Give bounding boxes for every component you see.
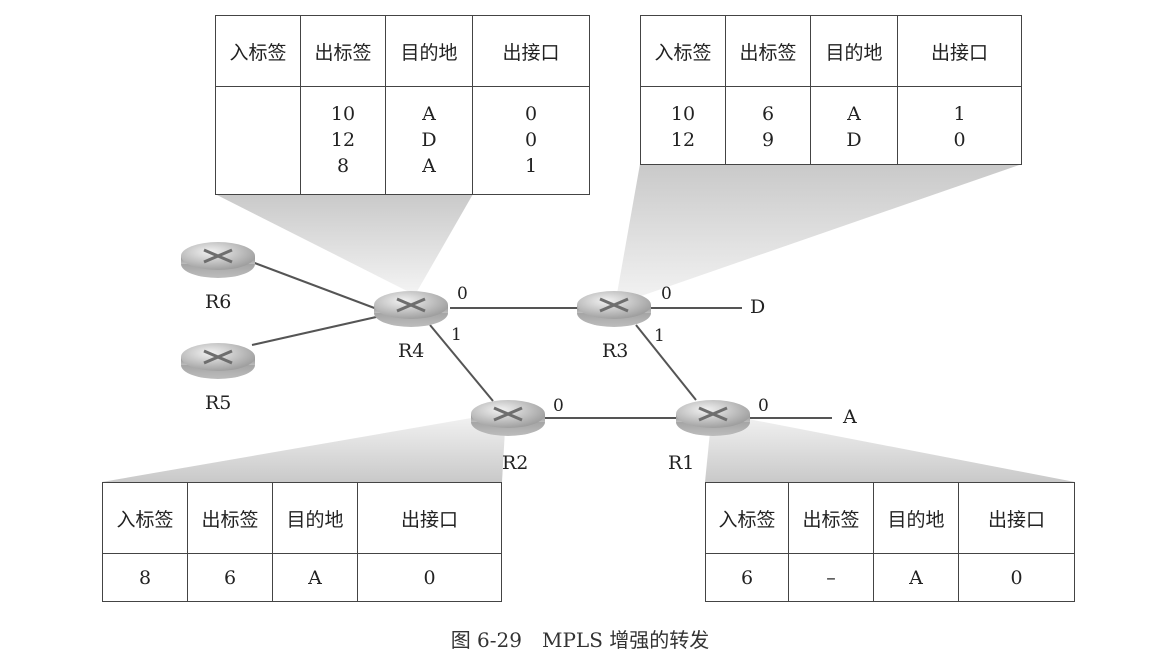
col-header-out-interface: 出接口 xyxy=(897,15,1022,87)
link-r6-r4 xyxy=(251,261,386,313)
table-row: 10 12 6 9 A D 1 0 xyxy=(640,86,1022,165)
col-header-out-label: 出标签 xyxy=(300,15,386,87)
forwarding-table-r4: 入标签 出标签 目的地 出接口 10 12 8 A D A 0 0 1 xyxy=(215,15,590,195)
col-header-destination: 目的地 xyxy=(385,15,473,87)
col-header-out-label: 出标签 xyxy=(187,482,273,554)
router-label-r6: R6 xyxy=(205,291,232,313)
callout-r2 xyxy=(102,412,506,482)
dest-label-a: A xyxy=(843,406,857,428)
router-icon xyxy=(471,400,545,436)
router-label-r1: R1 xyxy=(668,452,695,474)
link-r5-r4 xyxy=(251,314,386,346)
router-label-r5: R5 xyxy=(205,392,232,414)
col-header-out-interface: 出接口 xyxy=(472,15,590,87)
port-label: 0 xyxy=(457,284,468,304)
col-header-destination: 目的地 xyxy=(810,15,898,87)
table-cell: A xyxy=(272,553,358,602)
router-label-r3: R3 xyxy=(602,340,629,362)
router-icon xyxy=(181,343,255,379)
table-cell: 6 9 xyxy=(725,86,811,165)
figure-caption: 图 6-29 MPLS 增强的转发 xyxy=(450,628,710,652)
port-label: 0 xyxy=(553,396,564,416)
table-row: 10 12 8 A D A 0 0 1 xyxy=(215,86,590,195)
table-cell: 0 0 1 xyxy=(472,86,590,195)
dest-label-d: D xyxy=(750,296,766,318)
col-header-destination: 目的地 xyxy=(272,482,358,554)
link-r3-r1 xyxy=(635,324,697,401)
col-header-in-label: 入标签 xyxy=(640,15,726,87)
port-label: 0 xyxy=(758,396,769,416)
port-label: 1 xyxy=(654,326,665,346)
router-icon xyxy=(374,291,448,327)
port-label: 1 xyxy=(451,325,462,345)
router-label-r4: R4 xyxy=(398,340,425,362)
table-cell: A D xyxy=(810,86,898,165)
table-cell: – xyxy=(788,553,874,602)
table-cell: 10 12 8 xyxy=(300,86,386,195)
table-cell: 0 xyxy=(958,553,1075,602)
table-cell: 6 xyxy=(705,553,789,602)
link-r4-r2 xyxy=(429,324,494,402)
router-icon xyxy=(577,291,651,327)
col-header-out-label: 出标签 xyxy=(725,15,811,87)
col-header-in-label: 入标签 xyxy=(705,482,789,554)
col-header-out-interface: 出接口 xyxy=(357,482,502,554)
col-header-out-interface: 出接口 xyxy=(958,482,1075,554)
table-cell: A xyxy=(873,553,959,602)
forwarding-table-r1: 入标签 出标签 目的地 出接口 6 – A 0 xyxy=(705,482,1075,602)
forwarding-table-r2: 入标签 出标签 目的地 出接口 8 6 A 0 xyxy=(102,482,502,602)
port-label: 0 xyxy=(661,284,672,304)
callout-r1 xyxy=(705,412,1075,482)
callout-r4 xyxy=(215,194,473,295)
table-cell: 8 xyxy=(102,553,188,602)
table-row: 6 – A 0 xyxy=(705,553,1075,602)
table-cell: 6 xyxy=(187,553,273,602)
table-cell: 0 xyxy=(357,553,502,602)
router-icon xyxy=(181,242,255,278)
table-cell: A D A xyxy=(385,86,473,195)
table-row: 8 6 A 0 xyxy=(102,553,502,602)
col-header-in-label: 入标签 xyxy=(102,482,188,554)
router-icon xyxy=(676,400,750,436)
table-cell: 1 0 xyxy=(897,86,1022,165)
col-header-in-label: 入标签 xyxy=(215,15,301,87)
table-cell: 10 12 xyxy=(640,86,726,165)
router-label-r2: R2 xyxy=(502,452,529,474)
col-header-out-label: 出标签 xyxy=(788,482,874,554)
forwarding-table-r3: 入标签 出标签 目的地 出接口 10 12 6 9 A D 1 0 xyxy=(640,15,1022,165)
table-cell xyxy=(215,86,301,195)
callout-r3 xyxy=(615,164,1022,305)
col-header-destination: 目的地 xyxy=(873,482,959,554)
